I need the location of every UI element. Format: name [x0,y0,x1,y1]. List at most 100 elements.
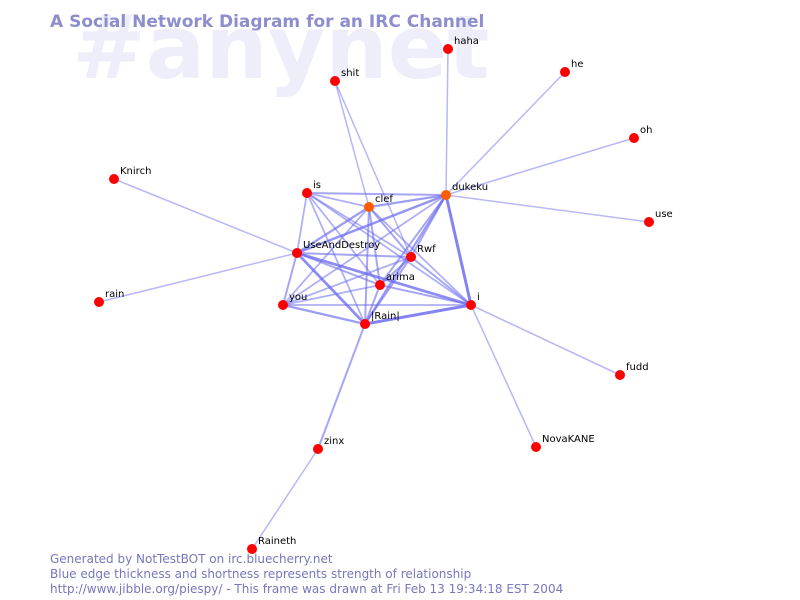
node-dot [247,544,257,554]
edge-is-useanddestroy [296,192,308,254]
edge-is-dukeku [306,192,447,196]
node-clef: clef [364,194,393,212]
node-label: arima [386,272,415,283]
edge-is-rwf [306,192,412,258]
node-dot [375,280,385,290]
node-label: fudd [626,362,649,373]
node-label: NovaKANE [542,434,595,445]
edge-fudd-i [470,304,621,376]
node-dot [441,190,451,200]
node-haha: haha [443,36,479,54]
node-dot [313,444,323,454]
edge-is-i [306,192,472,306]
edge-useanddestroy-rwf [296,252,412,258]
node-dot [330,76,340,86]
node-use: use [644,209,673,227]
footer-timestamp: http://www.jibble.org/piespy/ - This fra… [50,582,564,596]
edge-rwf-arima [379,256,412,286]
node-label: i [477,292,480,303]
edge-useanddestroy-rain [295,251,367,326]
node-label: haha [454,36,479,47]
node-knirch: Knirch [109,166,151,184]
node-dot [644,217,654,227]
edge-clef-arima [368,206,381,286]
node-dot [278,300,288,310]
node-dot [302,188,312,198]
edge-rain-useanddestroy [98,252,298,303]
node-dot [466,300,476,310]
footer-legend-note: Blue edge thickness and shortness repres… [50,567,472,581]
edge-clef-dukeku [367,193,448,209]
edge-clef-i [368,206,472,306]
edge-dukeku-you [282,194,447,306]
node-dukeku: dukeku [441,182,488,200]
edge-haha-dukeku [445,48,449,196]
node-dot [109,174,119,184]
edge-you-rain [281,303,367,326]
footer: Generated by NotTestBOT on irc.bluecherr… [50,552,563,597]
channel-watermark: #anynet [72,0,490,99]
edge-raineth-zinx [251,448,319,550]
node-i: i [466,292,480,310]
node-you: you [278,292,307,310]
node-raineth: Raineth [247,536,296,554]
node-label: you [289,292,307,303]
edge-dukeku-arima [379,194,447,286]
node-dot [443,44,453,54]
node-fudd: fudd [615,362,649,380]
node-label: |Rain| [371,311,400,322]
node-label: clef [375,194,393,205]
edge-useanddestroy-you [282,252,298,306]
edge-rwf-you [282,256,412,306]
node-novakane: NovaKANE [531,434,595,452]
node-dot [360,319,370,329]
edge-use-dukeku [445,194,650,223]
edge-knirch-useanddestroy [113,178,298,254]
edge-he-dukeku [445,71,566,196]
node-label: dukeku [452,182,488,193]
edge-zinx-rain [317,323,366,450]
edge-oh-dukeku [445,137,635,196]
edge-clef-useanddestroy [295,205,371,255]
diagram-title: A Social Network Diagram for an IRC Chan… [50,12,484,32]
edge-rain-i [363,303,473,326]
node-label: use [655,209,673,220]
edges-layer [98,48,650,550]
node-label: UseAndDestroy [303,240,380,251]
node-label: zinx [324,436,344,447]
node-label: rain [105,289,124,300]
edge-arima-i [379,284,472,306]
node-label: he [571,59,584,70]
node-label: Knirch [120,166,151,177]
node-shit: shit [330,68,359,86]
node-dot [94,297,104,307]
node-label: shit [341,68,359,79]
node-label: oh [640,125,652,136]
node-dot [615,370,625,380]
node-is: is [302,180,321,198]
node-arima: arima [375,272,415,290]
node-rwf: Rwf [406,244,436,262]
edge-rwf-i [410,256,472,306]
node-rain: rain [94,289,124,307]
edge-novakane-i [470,304,537,448]
edge-shit-clef [334,80,370,208]
node-he: he [560,59,584,77]
node-dot [406,252,416,262]
node-dot [560,67,570,77]
edge-dukeku-i [444,193,473,307]
node-rain: |Rain| [360,311,400,329]
edge-is-clef [306,192,370,208]
edge-dukeku-useanddestroy [295,193,448,255]
node-zinx: zinx [313,436,344,454]
footer-generated-by: Generated by NotTestBOT on irc.bluecherr… [50,552,333,566]
edge-clef-you [282,206,370,306]
node-dot [629,133,639,143]
node-dot [292,248,302,258]
node-oh: oh [629,125,652,143]
edge-useanddestroy-i [295,251,473,307]
node-label: Rwf [417,244,436,255]
